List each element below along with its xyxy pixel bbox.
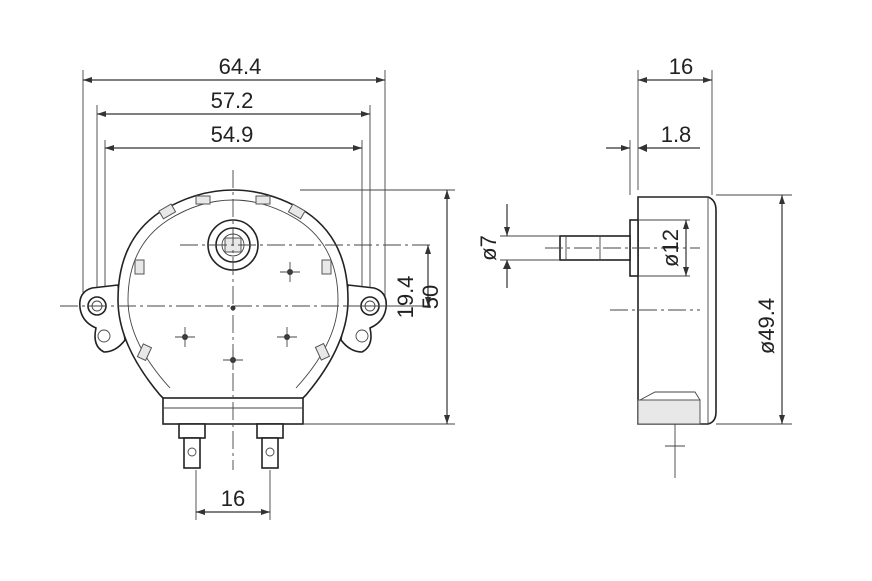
dim-overall-width: 64.4 bbox=[219, 54, 262, 79]
dim-height: 50 bbox=[418, 285, 443, 309]
housing-tab bbox=[195, 195, 211, 205]
dim-shaft-step: 1.8 bbox=[661, 122, 692, 147]
side-view: 16 1.8 ø7 ø12 bbox=[476, 54, 792, 478]
rivet bbox=[280, 262, 300, 282]
housing-tab bbox=[134, 259, 145, 275]
housing-tab bbox=[321, 259, 332, 275]
dim-mount-span: 57.2 bbox=[211, 88, 254, 113]
front-view: 64.4 57.2 54.9 bbox=[60, 54, 455, 520]
side-terminal-block bbox=[637, 399, 701, 425]
dim-boss-dia: ø12 bbox=[658, 229, 683, 267]
dim-inner-span: 54.9 bbox=[211, 122, 254, 147]
terminal-right bbox=[256, 423, 284, 469]
housing-tab bbox=[136, 343, 153, 362]
dim-body-dia: ø49.4 bbox=[754, 298, 779, 354]
rivet bbox=[175, 327, 195, 347]
dim-shaft-dia: ø7 bbox=[476, 235, 501, 261]
housing-tab bbox=[314, 342, 331, 361]
dim-depth: 16 bbox=[669, 54, 693, 79]
housing-tab bbox=[287, 203, 306, 220]
rivet bbox=[277, 327, 297, 347]
side-body bbox=[637, 196, 717, 425]
dim-shaft-offset: 19.4 bbox=[393, 276, 418, 319]
terminal-left bbox=[178, 423, 206, 469]
housing-tab bbox=[255, 195, 271, 205]
housing-tab bbox=[158, 203, 177, 220]
dim-terminal-pitch: 16 bbox=[221, 486, 245, 511]
